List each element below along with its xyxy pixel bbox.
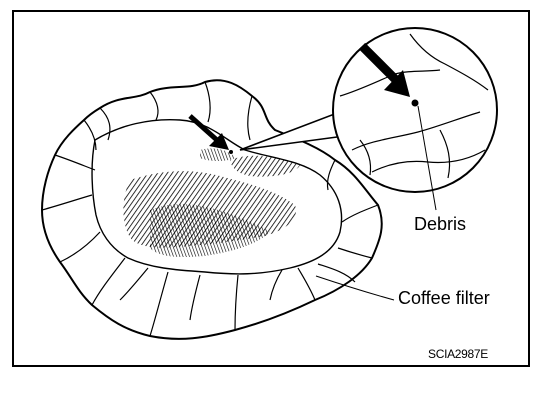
debris-dot-magnified (411, 99, 419, 107)
coffee-filter-label: Coffee filter (398, 288, 490, 308)
small-arrow-icon (188, 114, 229, 150)
magnifier-circle (332, 27, 498, 193)
debris-dot (229, 150, 233, 154)
figure-code: SCIA2987E (428, 347, 489, 361)
debris-leader-line (417, 105, 437, 211)
filter-pleats (41, 81, 379, 337)
large-arrow-icon (358, 42, 410, 97)
filter-inner-rim (91, 118, 343, 275)
filter-leader-line (315, 275, 395, 301)
coffee-grounds (123, 148, 300, 258)
debris-label: Debris (414, 214, 467, 234)
